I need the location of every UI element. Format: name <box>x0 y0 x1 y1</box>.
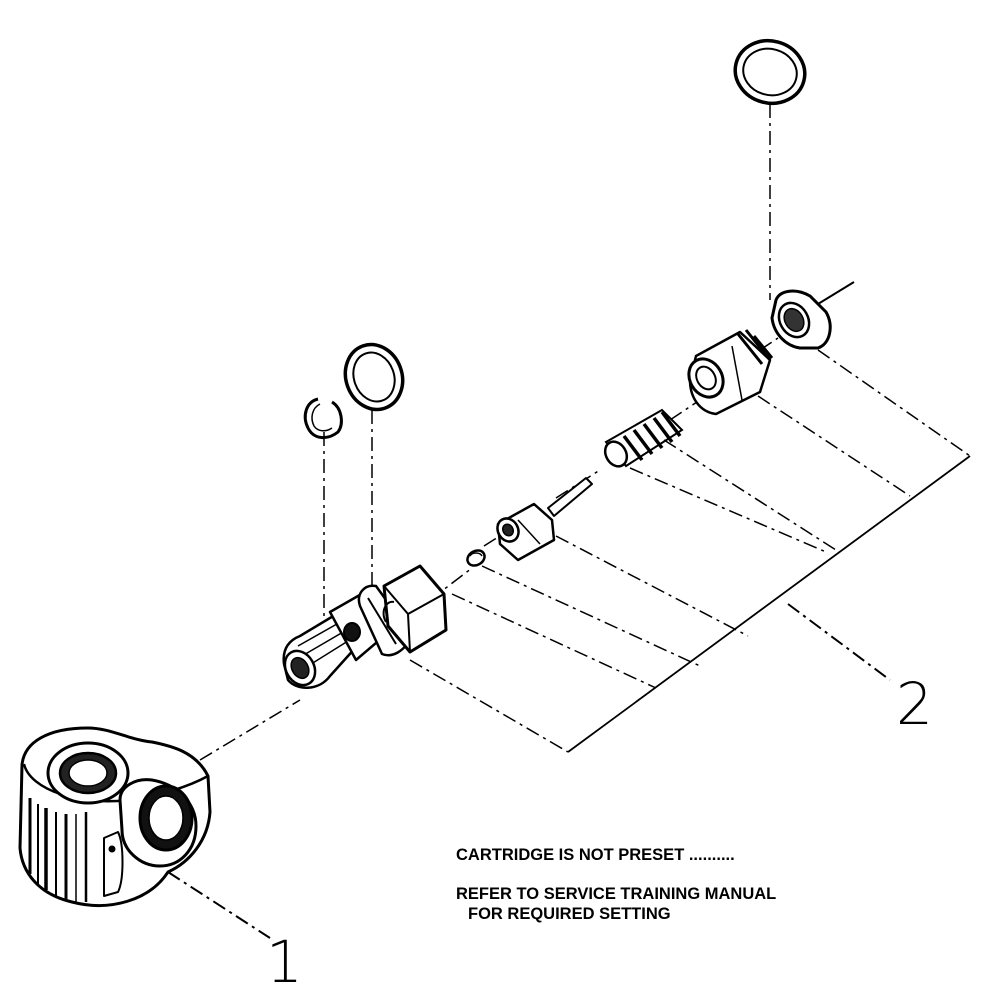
lock-nut <box>770 289 832 350</box>
poppet <box>496 477 593 562</box>
note-line-setting: FOR REQUIRED SETTING <box>468 905 671 924</box>
poppet-ball <box>466 549 486 567</box>
note-line-preset: CARTRIDGE IS NOT PRESET .......... <box>456 846 735 864</box>
assembly-axis <box>199 337 779 761</box>
callout-2: 2 <box>896 670 933 738</box>
callout-1: 1 <box>266 928 303 996</box>
callout-bracket-2 <box>409 349 971 753</box>
valve-body <box>18 726 212 907</box>
note-line-refer: REFER TO SERVICE TRAINING MANUAL <box>456 884 777 903</box>
service-note: CARTRIDGE IS NOT PRESET .......... REFER… <box>456 845 976 925</box>
seal-ring-left <box>343 342 405 412</box>
seal-ring-right <box>733 38 807 106</box>
callout-bracket-spine <box>567 455 971 753</box>
leader-line-1 <box>167 871 271 939</box>
leader-line-2 <box>787 603 891 681</box>
spring <box>603 408 684 468</box>
axis-end <box>817 281 855 305</box>
cartridge-housing <box>282 564 448 689</box>
snap-ring <box>303 397 343 439</box>
adjuster-plug <box>687 329 774 416</box>
